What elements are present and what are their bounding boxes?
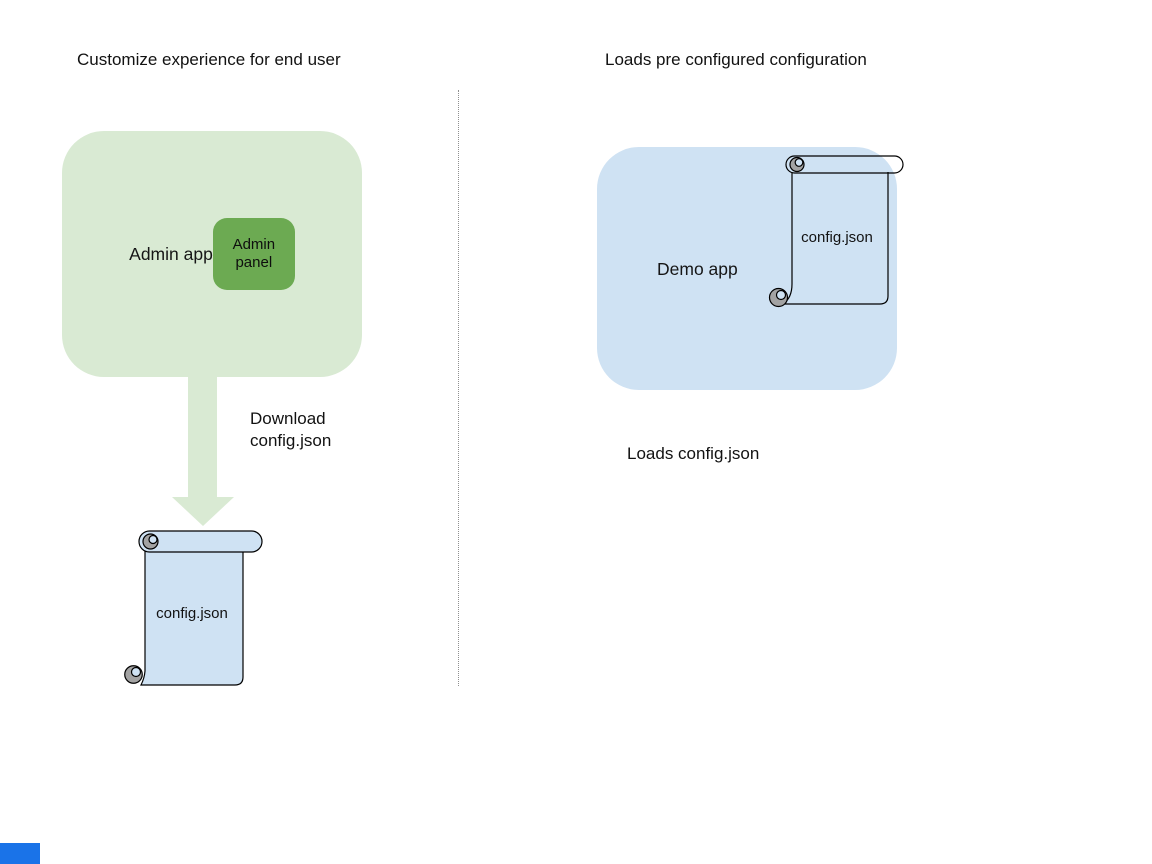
left-section-title: Customize experience for end user [77,50,341,69]
scroll-top-roll [785,155,904,174]
scroll-top-roll [138,530,263,553]
loads-config-label: Loads config.json [627,444,760,463]
demo-app-box: Demo app [597,147,897,390]
scroll-body [140,544,244,686]
right-section-title: Loads pre configured configuration [605,50,867,69]
scroll-body [781,172,889,305]
admin-panel-label: Admin panel [232,236,276,271]
download-config-label: Download config.json [250,409,332,450]
download-arrow-head-icon [172,497,234,526]
scroll-bottom-curl-inner [130,666,142,678]
config-file-label: config.json [801,229,873,246]
scroll-top-curl-inner [794,158,804,167]
config-file-scroll-icon: config.json [124,530,263,686]
scroll-bottom-curl-inner [775,289,787,301]
config-file-label: config.json [156,605,228,622]
demo-app-label: Demo app [657,259,738,279]
admin-app-label: Admin app [129,243,213,264]
admin-panel-box: Admin panel [212,218,295,290]
bottom-left-blue-rect [0,843,40,864]
scroll-top-curl-inner [148,534,158,545]
section-divider [458,90,459,686]
admin-app-box: Admin app Admin panel [62,131,362,377]
config-file-scroll-icon: config.json [768,155,904,308]
download-arrow-shaft [188,376,217,498]
